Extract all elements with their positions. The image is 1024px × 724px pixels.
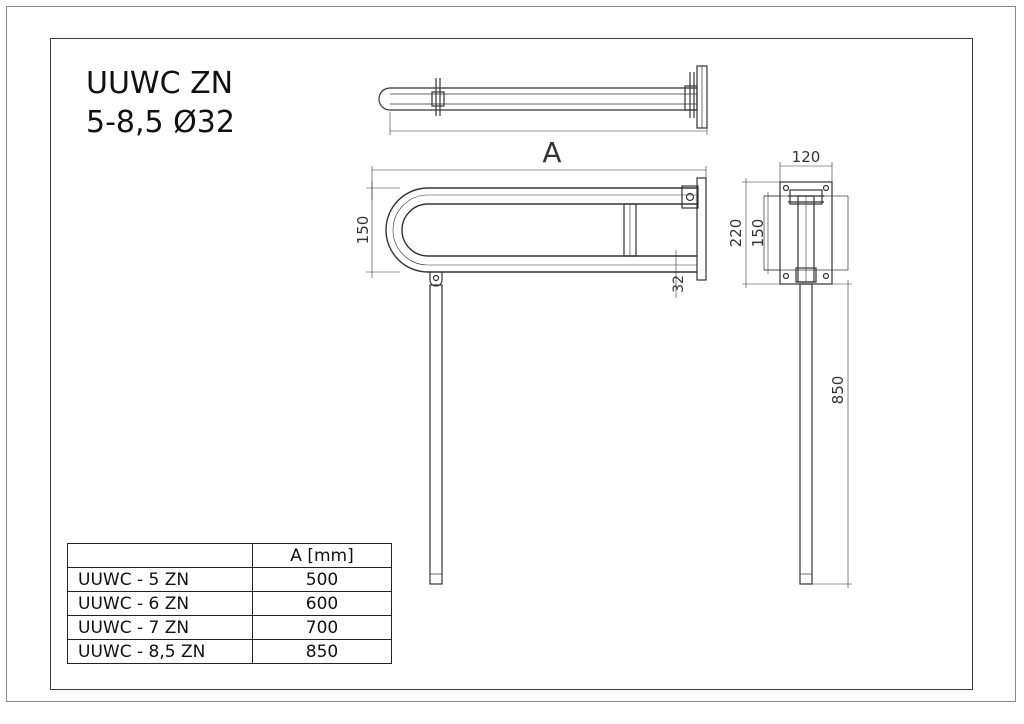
table-cell-model: UUWC - 6 ZN [67, 591, 253, 616]
dimension-leg-height-label: 850 [829, 376, 847, 405]
table-cell-a: 700 [252, 615, 392, 640]
dimension-hole-spacing-label: 150 [749, 219, 767, 248]
table-row: UUWC - 8,5 ZN 850 [67, 639, 392, 664]
dimension-height-label: 150 [354, 216, 372, 245]
table-header-row: A [mm] [67, 543, 392, 568]
table-header-model [67, 543, 253, 568]
dimension-a-label: A [542, 136, 561, 169]
front-view [366, 166, 707, 585]
table-cell-a: 600 [252, 591, 392, 616]
product-subtitle: 5-8,5 Ø32 [86, 105, 235, 140]
table-row: UUWC - 7 ZN 700 [67, 615, 392, 640]
drawing-frame [50, 38, 973, 690]
outer-border [6, 6, 1016, 702]
table-cell-model: UUWC - 7 ZN [67, 615, 253, 640]
dimension-plate-height-label: 220 [727, 219, 745, 248]
table-row: UUWC - 5 ZN 500 [67, 567, 392, 592]
top-view [378, 65, 708, 135]
product-title: UUWC ZN [86, 66, 234, 101]
model-size-table: A [mm] UUWC - 5 ZN 500 UUWC - 6 ZN 600 U… [67, 543, 392, 664]
table-cell-model: UUWC - 8,5 ZN [67, 639, 253, 664]
dimension-plate-width-label: 120 [792, 148, 821, 166]
side-view [742, 162, 852, 588]
dimension-tube-label: 32 [671, 275, 687, 293]
table-cell-model: UUWC - 5 ZN [67, 567, 253, 592]
table-row: UUWC - 6 ZN 600 [67, 591, 392, 616]
table-cell-a: 850 [252, 639, 392, 664]
table-cell-a: 500 [252, 567, 392, 592]
table-header-a: A [mm] [252, 543, 392, 568]
